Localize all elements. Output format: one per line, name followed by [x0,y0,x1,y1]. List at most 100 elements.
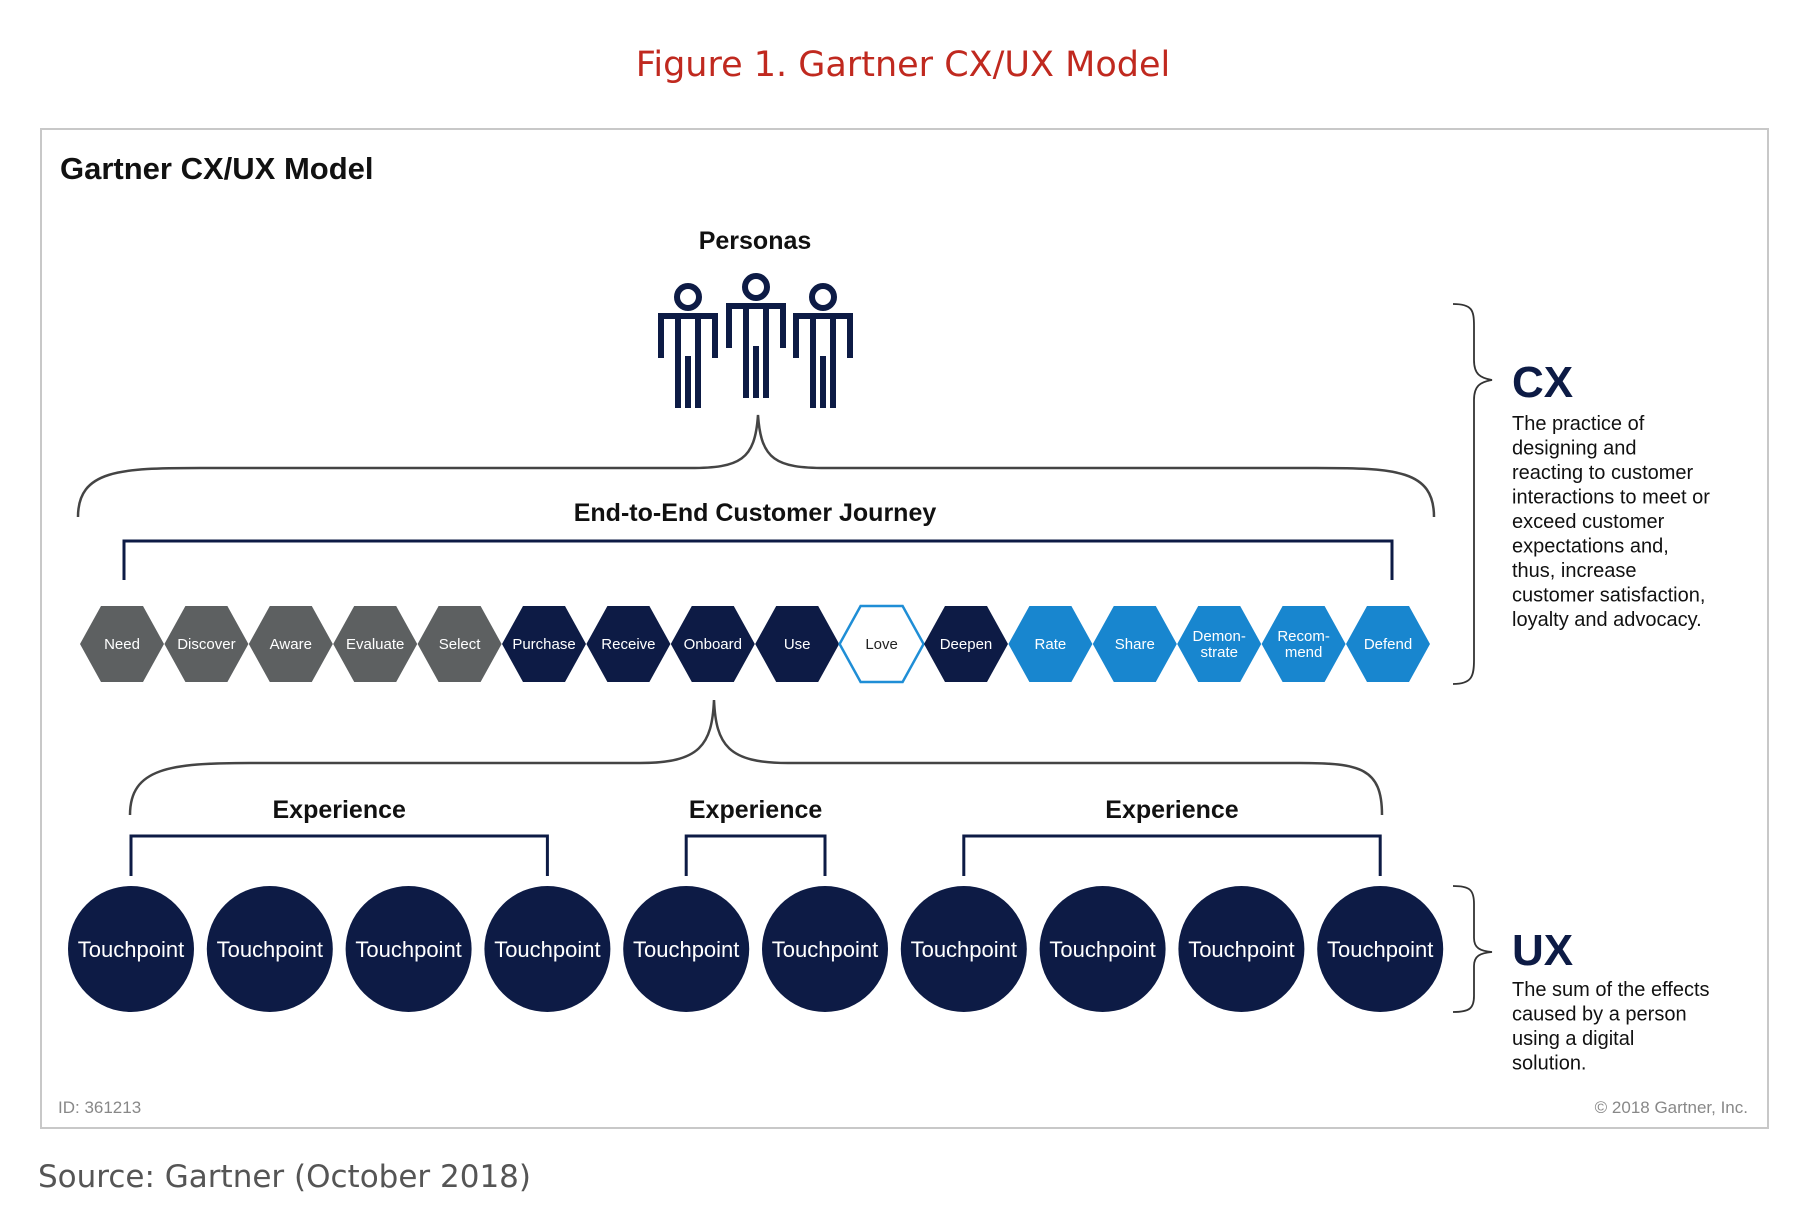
stage-hexagon [248,606,333,682]
touchpoint-circle [1039,886,1166,1012]
journey-stage: Rate [1008,606,1093,682]
stage-hexagon [586,606,671,682]
id-label: ID: 361213 [58,1098,141,1117]
copyright-label: © 2018 Gartner, Inc. [1595,1098,1748,1117]
stage-hexagon [838,604,926,684]
stage-label: Deepen [940,636,993,653]
stage-label: Demon-strate [1193,628,1246,661]
touchpoint-circle [1178,886,1305,1012]
experience-brace [128,699,1384,816]
touchpoint-label: Touchpoint [911,937,1017,962]
touchpoint: Touchpoint [68,886,194,1012]
stage-label: Purchase [512,636,575,653]
experience-group: Experience [129,796,549,876]
stage-hexagon [417,606,502,682]
journey-stage: Defend [1346,606,1430,682]
journey-stage: Evaluate [333,606,418,682]
source-caption: Source: Gartner (October 2018) [38,1159,531,1195]
stage-hexagon [80,606,164,682]
stage-label: Need [104,636,140,653]
experience-group: Experience [962,796,1382,876]
journey-stages: Need Discover Aware Evaluate Select Purchase R… [80,604,1430,684]
person-icon [793,283,853,408]
touchpoint: Touchpoint [623,886,750,1012]
journey-stage: Use [755,606,840,682]
stage-label: Share [1115,636,1155,653]
stage-label: Recom-mend [1277,628,1330,661]
journey-bracket [122,539,1394,580]
stage-label: Love [865,636,898,653]
touchpoint-label: Touchpoint [78,937,184,962]
journey-stage: Love [838,604,926,684]
ux-brace [1452,885,1493,1013]
stage-hexagon [164,606,249,682]
experience-group: Experience [684,796,827,876]
journey-stage: Recom-mend [1261,606,1346,682]
person-icon [658,283,718,408]
touchpoint-label: Touchpoint [1049,937,1155,962]
touchpoint: Touchpoint [1317,886,1444,1012]
touchpoints: Touchpoint Touchpoint Touchpoint Touchpoint… [68,886,1444,1012]
touchpoint: Touchpoint [484,886,611,1012]
journey-stage: Purchase [502,606,586,682]
cx-brace [1452,303,1493,685]
touchpoint-circle [345,886,472,1012]
stage-label: Onboard [684,636,742,653]
touchpoint-circle [623,886,750,1012]
stage-hexagon [924,606,1008,682]
panel-title: Gartner CX/UX Model [60,151,374,186]
stage-label: Receive [601,636,655,653]
cx-heading: CX [1512,358,1573,407]
journey-stage: Aware [248,606,333,682]
personas-brace [76,414,1436,518]
journey-stage: Share [1092,606,1177,682]
personas-icon [658,273,853,408]
journey-stage: Discover [164,606,249,682]
touchpoint-label: Touchpoint [633,937,739,962]
touchpoint: Touchpoint [345,886,472,1012]
touchpoint-circle [900,886,1027,1012]
ux-heading: UX [1512,926,1573,975]
experience-bracket [962,834,1382,876]
touchpoint-circle [484,886,611,1012]
stage-label: Evaluate [346,636,404,653]
stage-label: Use [784,636,811,653]
stage-hexagon [1177,606,1262,682]
touchpoint: Touchpoint [900,886,1027,1012]
touchpoint-label: Touchpoint [1327,937,1433,962]
touchpoint-label: Touchpoint [355,937,461,962]
stage-label: Rate [1035,636,1067,653]
journey-label: End-to-End Customer Journey [574,499,937,527]
stage-hexagon [1008,606,1093,682]
touchpoint: Touchpoint [1178,886,1305,1012]
person-icon [726,273,786,398]
experience-label: Experience [689,796,823,824]
stage-hexagon [502,606,586,682]
stage-hexagon [333,606,418,682]
stage-label: Discover [177,636,235,653]
experience-label: Experience [272,796,406,824]
touchpoint-label: Touchpoint [494,937,600,962]
touchpoint: Touchpoint [1039,886,1166,1012]
touchpoint-label: Touchpoint [1188,937,1294,962]
experience-groups: Experience Experience Experience [129,796,1382,876]
stage-hexagon [1092,606,1177,682]
touchpoint-circle [762,886,888,1012]
stage-label: Defend [1364,636,1412,653]
journey-stage: Select [417,606,502,682]
touchpoint-circle [68,886,194,1012]
journey-stage: Deepen [924,606,1008,682]
journey-stage: Receive [586,606,671,682]
experience-bracket [684,834,827,876]
stage-hexagon [670,606,755,682]
touchpoint-circle [1317,886,1444,1012]
stage-label: Select [439,636,482,653]
figure-title: Figure 1. Gartner CX/UX Model [636,45,1170,85]
touchpoint: Touchpoint [206,886,333,1012]
stage-hexagon [1346,606,1430,682]
touchpoint-label: Touchpoint [772,937,878,962]
experience-label: Experience [1105,796,1239,824]
